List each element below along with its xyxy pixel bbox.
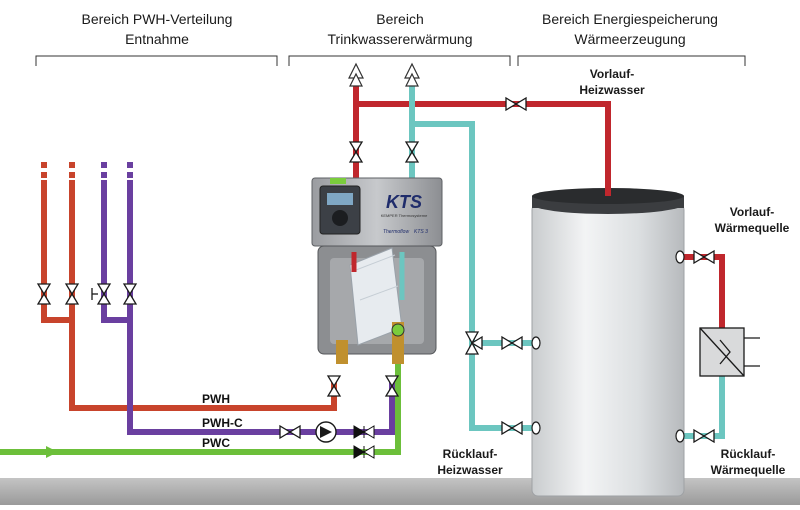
riser-dashes bbox=[41, 160, 133, 178]
valve-icon bbox=[326, 375, 342, 397]
valve-icon bbox=[404, 141, 420, 163]
svg-text:Rücklauf-: Rücklauf- bbox=[443, 447, 498, 461]
valve-icon bbox=[348, 141, 364, 163]
svg-text:KTS 3: KTS 3 bbox=[414, 229, 428, 235]
pipe-pwc bbox=[0, 364, 401, 455]
svg-text:Thermoflow: Thermoflow bbox=[383, 229, 410, 235]
pipe-flow-heating bbox=[353, 75, 611, 196]
label-vorlauf-heizwasser: Vorlauf- Heizwasser bbox=[579, 67, 645, 97]
valve-icon bbox=[384, 375, 400, 397]
svg-text:Wärmeerzeugung: Wärmeerzeugung bbox=[574, 31, 685, 47]
label-ruecklauf-waermequelle: Rücklauf- Wärmequelle bbox=[711, 447, 786, 477]
svg-text:Rücklauf-: Rücklauf- bbox=[721, 447, 776, 461]
pipe-return-heat-source bbox=[684, 374, 725, 439]
section-header-water-heating: Bereich Trinkwassererwärmung bbox=[288, 11, 511, 66]
check-valves bbox=[353, 425, 375, 459]
label-ruecklauf-heizwasser: Rücklauf- Heizwasser bbox=[437, 447, 503, 477]
svg-text:Heizwasser: Heizwasser bbox=[579, 83, 645, 97]
valve-icon bbox=[501, 335, 523, 351]
valve-icon bbox=[64, 283, 80, 305]
svg-text:Wärmequelle: Wärmequelle bbox=[715, 221, 790, 235]
pwc-inlet-arrow-icon bbox=[46, 446, 58, 458]
vent-arrow-icon bbox=[348, 62, 420, 87]
valve-icon bbox=[693, 249, 715, 265]
svg-text:Bereich PWH-Verteilung: Bereich PWH-Verteilung bbox=[82, 11, 233, 27]
pipe-pwh bbox=[41, 180, 337, 411]
valve-icon bbox=[279, 424, 301, 440]
valve-icon bbox=[693, 428, 715, 444]
valve-icon bbox=[36, 283, 52, 305]
pipe-flow-heat-source bbox=[684, 254, 725, 330]
kts-station: KTS KEMPER Thermosysteme Thermoflow KTS … bbox=[311, 177, 443, 364]
valves bbox=[36, 96, 715, 444]
svg-text:Bereich Energiespeicherung: Bereich Energiespeicherung bbox=[542, 11, 718, 27]
valve-icon bbox=[96, 283, 112, 305]
label-pwh-c: PWH-C bbox=[202, 416, 243, 430]
check-valve-icon bbox=[353, 445, 375, 459]
svg-text:KEMPER Thermosysteme: KEMPER Thermosysteme bbox=[381, 213, 428, 218]
section-header-energy: Bereich Energiespeicherung Wärmeerzeugun… bbox=[517, 11, 746, 66]
svg-text:Vorlauf-: Vorlauf- bbox=[730, 205, 774, 219]
storage-tank bbox=[531, 188, 685, 497]
valve-icon bbox=[505, 96, 527, 112]
label-pwc: PWC bbox=[202, 436, 230, 450]
valve-icon bbox=[501, 420, 523, 436]
kts-logo: KTS bbox=[386, 192, 422, 212]
label-vorlauf-waermequelle: Vorlauf- Wärmequelle bbox=[715, 205, 790, 235]
label-pwh: PWH bbox=[202, 392, 230, 406]
svg-text:Trinkwassererwärmung: Trinkwassererwärmung bbox=[328, 31, 473, 47]
section-header-distribution: Bereich PWH-Verteilung Entnahme bbox=[35, 11, 278, 66]
svg-text:Heizwasser: Heizwasser bbox=[437, 463, 503, 477]
svg-text:Vorlauf-: Vorlauf- bbox=[590, 67, 634, 81]
valve-icon bbox=[122, 283, 138, 305]
heat-source-exchanger-icon bbox=[699, 327, 760, 377]
tank-connections bbox=[531, 250, 685, 443]
svg-text:Entnahme: Entnahme bbox=[125, 31, 189, 47]
svg-text:Bereich: Bereich bbox=[376, 11, 423, 27]
check-valve-icon bbox=[353, 425, 375, 439]
svg-text:Wärmequelle: Wärmequelle bbox=[711, 463, 786, 477]
circulation-pump-icon bbox=[315, 421, 337, 443]
three-way-valve-icon bbox=[464, 331, 483, 355]
